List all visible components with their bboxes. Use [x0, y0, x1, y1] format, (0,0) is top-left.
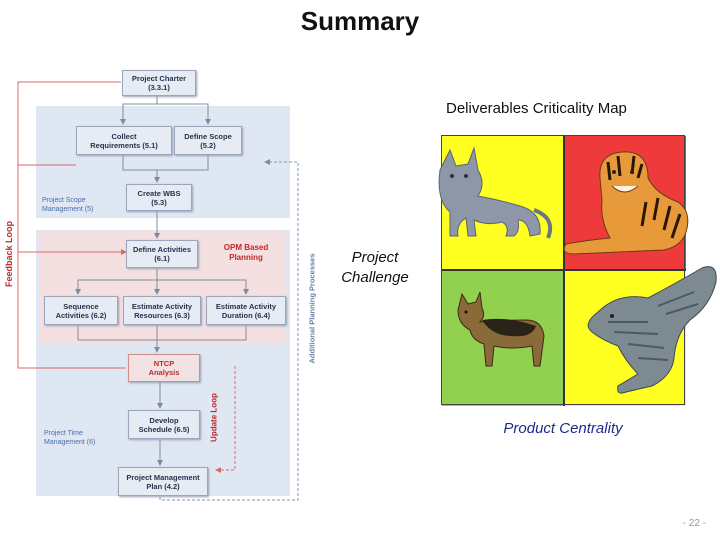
crocodile-image: [587, 266, 717, 394]
map-frame: [441, 135, 685, 405]
define-activities-box: Define Activities(6.1): [126, 240, 198, 268]
cat-image: [438, 146, 553, 239]
x-axis-label: Product Centrality: [503, 420, 623, 437]
slide-title: Summary: [300, 6, 420, 36]
update-loop-label: Update Loop: [209, 393, 219, 442]
quadrant-divider-horizontal: [442, 269, 686, 271]
project-charter-box: Project Charter(3.3.1): [122, 70, 196, 96]
quadrant-divider-vertical: [563, 136, 565, 406]
tiger-image: [563, 151, 689, 255]
dog-image: [457, 291, 545, 367]
page-number: - 22 -: [682, 518, 706, 529]
additional-planning-label: Additional Planning Processes: [307, 253, 317, 364]
map-title: Deliverables Criticality Map: [446, 100, 627, 117]
feedback-loop-label: Feedback Loop: [4, 221, 14, 288]
create-wbs-box: Create WBS(5.3): [126, 184, 192, 211]
define-scope-box: Define Scope(5.2): [174, 126, 242, 155]
y-axis-label: Project Challenge: [341, 249, 409, 286]
